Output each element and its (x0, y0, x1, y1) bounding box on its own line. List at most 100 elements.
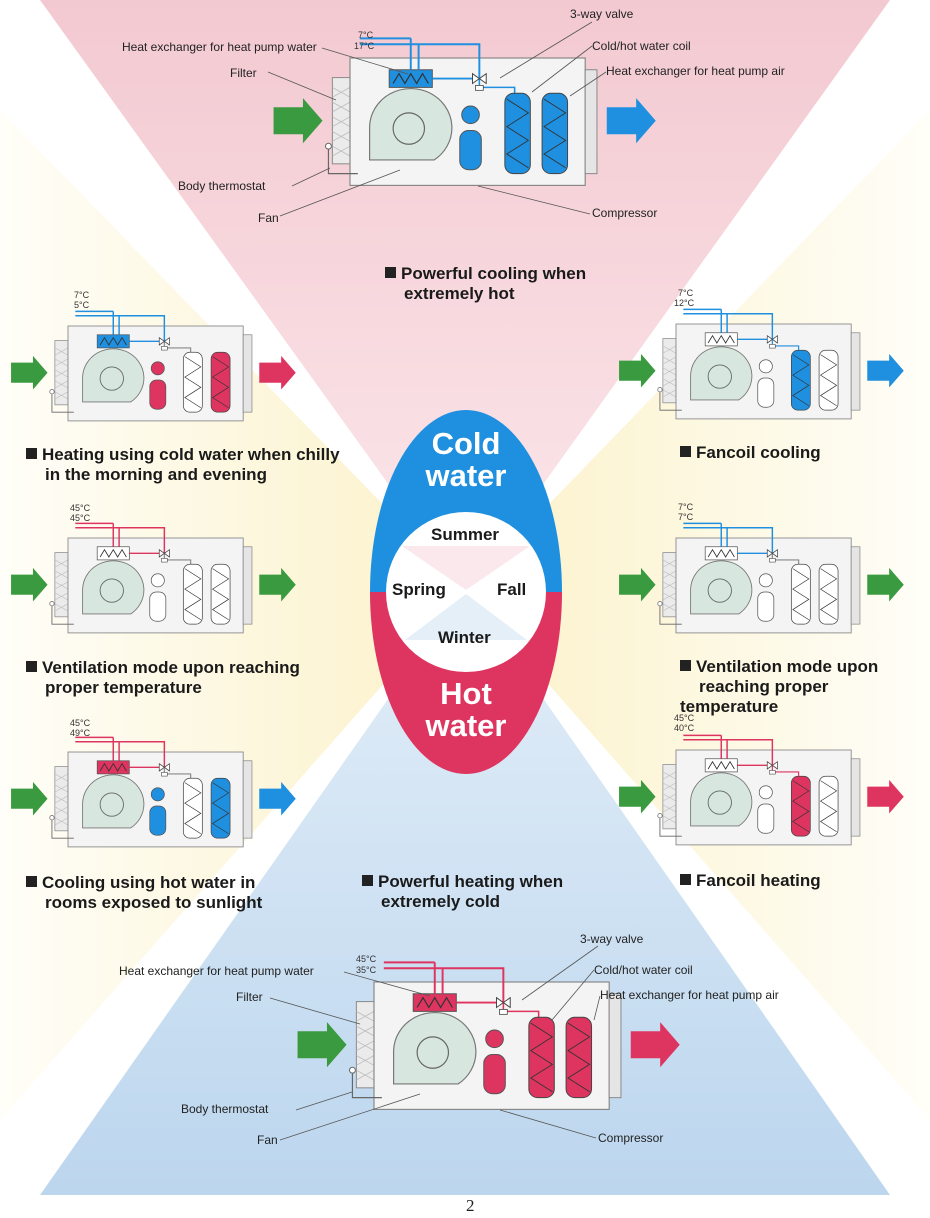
bullet-square (680, 446, 691, 457)
unit-side-panel (242, 760, 253, 839)
thermostat-bulb (349, 1066, 356, 1074)
bullet-square (26, 661, 37, 672)
bottom-label-compressor: Compressor (598, 1131, 664, 1145)
pump-icon (150, 361, 165, 376)
cold-water-label-line1: Cold (431, 426, 501, 461)
coil-pattern (505, 98, 530, 169)
leader-thermostat-bottom (295, 1091, 353, 1111)
valve-actuator (769, 770, 776, 775)
thermostat-bulb (657, 813, 663, 819)
water-pipe (683, 308, 774, 341)
coil-pipe (771, 553, 800, 568)
unit-side-panel (850, 546, 861, 625)
leader-hx-air (569, 71, 607, 97)
compressor-icon (149, 591, 167, 622)
summer-pink-wedge (40, 0, 890, 592)
air-outlet-arrow (867, 779, 904, 814)
three-way-valve-icon (496, 996, 511, 1009)
leader-fan (279, 169, 401, 217)
coil-pipe (771, 339, 800, 354)
compressor-icon (757, 591, 775, 622)
valve-actuator (769, 344, 776, 349)
bottom-label-hx-air: Heat exchanger for heat pump air (600, 988, 779, 1002)
filter-mesh (54, 347, 69, 400)
air-outlet-arrow (630, 1022, 680, 1068)
top-label-compressor: Compressor (592, 206, 658, 220)
unit-right-2 (619, 522, 904, 634)
fan-hub (99, 366, 124, 391)
right1-caption: Fancoil cooling (680, 443, 821, 463)
right3-temp-out: 40°C (674, 723, 695, 733)
left1-caption: Heating using cold water when chilly in … (26, 445, 340, 485)
top-label-coil: Cold/hot water coil (592, 39, 691, 53)
compressor-icon (757, 377, 775, 408)
leader-fan-bottom (279, 1093, 421, 1141)
fan-hub (392, 112, 426, 145)
water-pipe (683, 522, 774, 555)
pump-icon (485, 1029, 504, 1049)
hx-zigzag (99, 336, 127, 346)
air-inlet-arrow (11, 781, 48, 816)
three-way-valve-icon (472, 72, 487, 85)
pump-icon (758, 573, 773, 588)
thermostat-probe (51, 819, 74, 839)
filter-mesh (662, 771, 677, 824)
fan-housing (393, 1011, 477, 1085)
fan-hub (707, 364, 732, 389)
coil-pipe (771, 765, 800, 780)
three-way-valve-icon (158, 336, 170, 346)
pump-icon (461, 105, 480, 125)
leader-valve (499, 21, 593, 79)
season-spring: Spring (392, 580, 446, 599)
right3-temp-in: 45°C (674, 713, 695, 723)
leader-compressor-bottom (499, 1109, 597, 1139)
water-pipe (75, 522, 166, 555)
valve-actuator (475, 85, 484, 91)
air-inlet-arrow (11, 355, 48, 390)
water-pipe (683, 734, 774, 767)
compressor-icon (757, 803, 775, 834)
right2-temp-out: 7°C (678, 512, 694, 522)
hx-zigzag (99, 762, 127, 772)
water-pipe (75, 310, 166, 343)
pump-icon (150, 787, 165, 802)
unit-left-3 (11, 736, 296, 848)
coil-pipe (163, 767, 192, 782)
hx-zigzag (707, 334, 735, 344)
coil-pattern (792, 354, 810, 407)
leader-compressor (477, 185, 591, 215)
hot-water-label-line1: Hot (440, 676, 492, 711)
air-outlet-arrow (259, 781, 296, 816)
leader-thermostat (291, 167, 331, 187)
filter-mesh (54, 559, 69, 612)
thermostat-bulb (49, 815, 55, 821)
three-way-valve-icon (766, 548, 778, 558)
bottom-label-hx-water: Heat exchanger for heat pump water (119, 964, 314, 978)
compressor-icon (483, 1054, 506, 1095)
bottom-label-filter: Filter (236, 990, 263, 1004)
coil-pattern (211, 356, 230, 409)
filter-mesh (356, 1011, 375, 1081)
leader-hx-water-bottom (343, 971, 431, 997)
bullet-square (362, 875, 373, 886)
hx-zigzag (707, 548, 735, 558)
hx-zigzag (99, 548, 127, 558)
top-temp-in: 7°C (358, 30, 374, 40)
hot-water-label-line2: water (425, 708, 507, 743)
filter-mesh (54, 773, 69, 826)
left1-temp-in: 7°C (74, 290, 90, 300)
unit-side-panel (242, 546, 253, 625)
fan-housing (82, 774, 145, 829)
season-summer: Summer (431, 525, 500, 544)
air-inlet-arrow (619, 353, 656, 388)
unit-side-panel (242, 334, 253, 413)
top-label-filter: Filter (230, 66, 257, 80)
coil-pattern (819, 568, 838, 621)
compressor-icon (459, 130, 482, 171)
valve-actuator (161, 346, 168, 351)
pump-icon (758, 359, 773, 374)
right1-temp-in: 7°C (678, 288, 694, 298)
center-ellipse (370, 410, 562, 774)
